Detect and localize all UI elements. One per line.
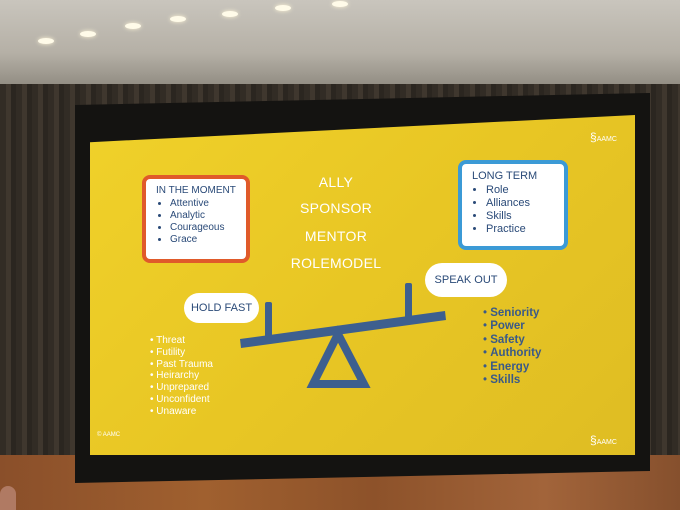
copyright: © AAMC bbox=[97, 432, 121, 438]
center-word-ally: ALLY bbox=[318, 174, 354, 190]
long-term-title: LONG TERM bbox=[472, 170, 538, 182]
list-item: Past Trauma bbox=[150, 359, 213, 371]
list-item: Futility bbox=[150, 347, 213, 359]
list-item: Seniority bbox=[483, 307, 541, 320]
list-item: Energy bbox=[483, 361, 541, 374]
center-word-sponsor: SPONSOR bbox=[299, 200, 373, 216]
list-item: Authority bbox=[483, 347, 541, 360]
list-item: Safety bbox=[483, 334, 541, 347]
in-the-moment-title: IN THE MOMENT bbox=[156, 185, 236, 196]
list-item: Courageous bbox=[170, 222, 236, 234]
ceiling-light bbox=[170, 16, 186, 22]
speak-out-list: Seniority Power Safety Authority Energy … bbox=[483, 307, 541, 387]
list-item: Threat bbox=[150, 335, 213, 347]
list-item: Heirarchy bbox=[150, 370, 213, 382]
ceiling-light bbox=[275, 5, 291, 11]
ceiling-light bbox=[80, 31, 96, 37]
list-item: Unaware bbox=[150, 406, 213, 418]
center-word-rolemodel: ROLEMODEL bbox=[290, 255, 382, 271]
list-item: Grace bbox=[170, 234, 236, 246]
list-item: Skills bbox=[486, 210, 554, 223]
ceiling-light bbox=[38, 38, 54, 44]
in-the-moment-box: IN THE MOMENT Attentive Analytic Courage… bbox=[142, 175, 250, 263]
ceiling-light bbox=[222, 11, 238, 17]
in-the-moment-list: Attentive Analytic Courageous Grace bbox=[156, 198, 236, 246]
ceiling-light bbox=[125, 23, 141, 29]
list-item: Alliances bbox=[486, 197, 554, 210]
aamc-logo-top: §AAMC bbox=[590, 130, 617, 144]
ceiling bbox=[0, 0, 680, 88]
hold-fast-list: Threat Futility Past Trauma Heirarchy Un… bbox=[150, 335, 213, 418]
hold-fast-cloud: HOLD FAST bbox=[184, 293, 259, 323]
list-item: Power bbox=[483, 320, 541, 333]
long-term-box: LONG TERM Role Alliances Skills Practice bbox=[458, 160, 568, 250]
list-item: Skills bbox=[483, 374, 541, 387]
long-term-list: Role Alliances Skills Practice bbox=[472, 184, 554, 236]
aamc-logo-bottom: §AAMC bbox=[590, 433, 617, 447]
list-item: Analytic bbox=[170, 210, 236, 222]
center-word-mentor: MENTOR bbox=[304, 228, 368, 244]
audience-member bbox=[0, 486, 16, 510]
list-item: Unconfident bbox=[150, 394, 213, 406]
list-item: Practice bbox=[486, 223, 554, 236]
ceiling-light bbox=[332, 1, 348, 7]
list-item: Attentive bbox=[170, 198, 236, 210]
speak-out-cloud: SPEAK OUT bbox=[425, 263, 507, 297]
list-item: Unprepared bbox=[150, 382, 213, 394]
list-item: Role bbox=[486, 184, 554, 197]
